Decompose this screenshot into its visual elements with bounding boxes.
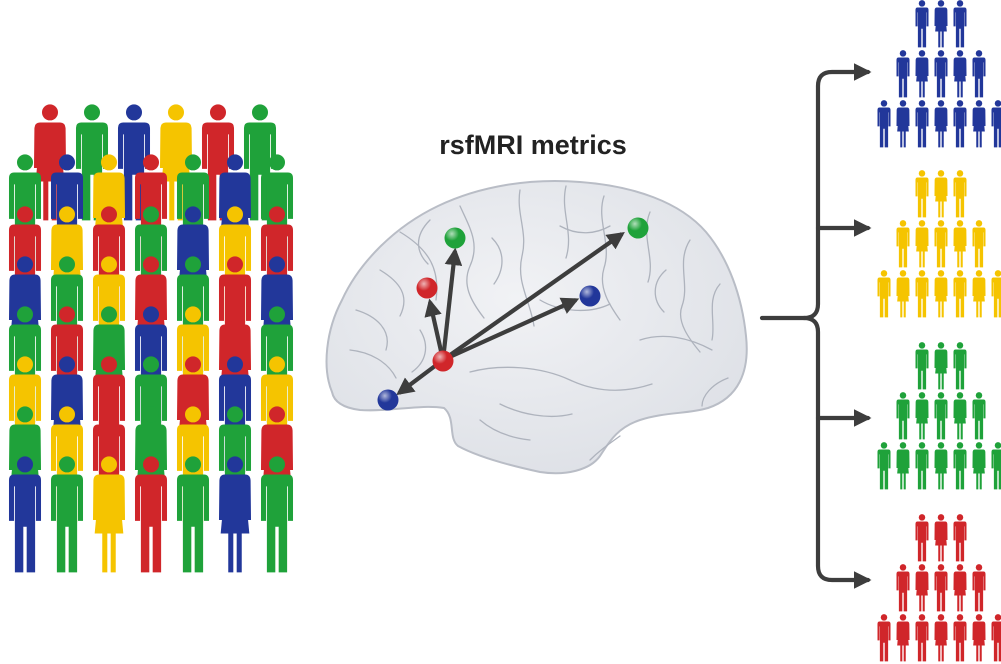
arrow-hub-to-frontal-upper [440, 247, 463, 361]
group-red [877, 514, 1001, 662]
arrow-hub-to-frontal-mid [424, 298, 446, 361]
group-blue [877, 0, 1001, 148]
group-person [934, 100, 948, 148]
group-person [877, 100, 891, 148]
group-person [934, 564, 948, 612]
group-person [953, 100, 967, 148]
group-person [972, 564, 986, 612]
arrow-hub-to-parietal-mid [442, 297, 580, 362]
group-person [896, 50, 910, 98]
group-person [991, 100, 1001, 148]
group-person [934, 0, 948, 48]
group-person [991, 442, 1001, 490]
arrow-hub-to-parietal-upper [441, 231, 625, 362]
group-person [934, 392, 948, 440]
group-person [972, 220, 986, 268]
group-person [915, 614, 929, 662]
group-person [915, 564, 929, 612]
group-person [915, 220, 929, 268]
group-person [915, 270, 929, 318]
group-person [877, 614, 891, 662]
brain-nodes [377, 217, 649, 411]
brain-illustration [325, 180, 748, 475]
group-person [972, 50, 986, 98]
group-person [934, 614, 948, 662]
group-person [896, 392, 910, 440]
group-person [896, 564, 910, 612]
group-person [915, 170, 929, 218]
group-person [915, 100, 929, 148]
group-person [953, 514, 967, 562]
group-person [896, 100, 910, 148]
group-person [972, 392, 986, 440]
group-person [972, 100, 986, 148]
branch-stem [759, 63, 872, 321]
group-person [934, 50, 948, 98]
group-person [991, 270, 1001, 318]
group-person [896, 270, 910, 318]
brain-folds [349, 185, 729, 461]
branch-lower [801, 315, 872, 589]
node-frontal-mid [416, 277, 438, 299]
group-person [915, 442, 929, 490]
group-person [991, 614, 1001, 662]
node-parietal-mid [579, 285, 601, 307]
group-person [953, 342, 967, 390]
group-person [915, 342, 929, 390]
population-crowd [8, 104, 294, 573]
group-person [877, 270, 891, 318]
group-person [934, 442, 948, 490]
node-temporal [377, 389, 399, 411]
group-person [934, 514, 948, 562]
group-person [915, 392, 929, 440]
group-person [953, 442, 967, 490]
group-person [972, 270, 986, 318]
group-person [934, 170, 948, 218]
branch-connector [759, 63, 872, 589]
group-person [953, 392, 967, 440]
group-person [972, 614, 986, 662]
group-person [953, 564, 967, 612]
diagram-title: rsfMRI metrics [439, 130, 627, 160]
group-person [953, 50, 967, 98]
node-hub [432, 350, 454, 372]
group-yellow [877, 170, 1001, 318]
group-person [953, 270, 967, 318]
group-person [953, 220, 967, 268]
group-person [934, 342, 948, 390]
group-person [953, 170, 967, 218]
group-person [953, 614, 967, 662]
group-green [877, 342, 1001, 490]
group-person [877, 442, 891, 490]
group-person [896, 220, 910, 268]
node-frontal-upper [444, 227, 466, 249]
group-person [972, 442, 986, 490]
connectivity-arrows [396, 231, 625, 396]
cluster-groups [877, 0, 1001, 662]
group-person [934, 220, 948, 268]
group-person [915, 0, 929, 48]
group-person [953, 0, 967, 48]
group-person [915, 50, 929, 98]
brain-outline [325, 180, 748, 475]
group-person [896, 442, 910, 490]
group-person [896, 614, 910, 662]
group-person [934, 270, 948, 318]
node-parietal-upper [627, 217, 649, 239]
group-person [915, 514, 929, 562]
